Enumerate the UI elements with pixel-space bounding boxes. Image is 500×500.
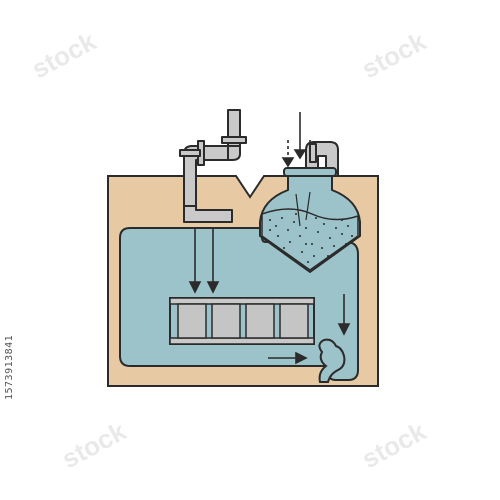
inlet-pipe	[179, 109, 247, 223]
image-id-label: 1573913841	[4, 334, 15, 400]
feed-arrows	[281, 112, 311, 168]
inflow-arrows	[188, 228, 220, 294]
filter-screen	[169, 297, 315, 345]
outlet-drain	[318, 338, 346, 383]
outflow-arrows	[268, 294, 351, 365]
sediment-layer	[261, 208, 359, 271]
settling-vessel	[259, 167, 361, 273]
